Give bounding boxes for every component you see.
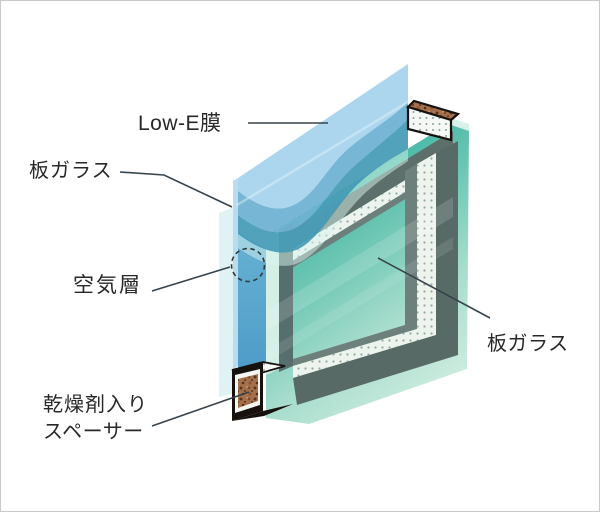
glass-sheen-band-2 (266, 237, 453, 363)
rear-pane-left-edge-face (266, 230, 279, 375)
label-front-glass: 板ガラス (29, 159, 113, 182)
label-low-e-film: Low-E膜 (138, 112, 222, 135)
film-air-gap-strip (238, 232, 266, 372)
label-air-layer: 空気層 (73, 274, 142, 297)
glass-sheen-band (266, 197, 453, 331)
label-spacer-line1: 乾燥剤入り (43, 393, 148, 416)
spacer-frame-through-glass (266, 131, 458, 405)
bottom-spacer-desiccant (238, 374, 258, 408)
film-zone-light (238, 64, 408, 209)
top-spacer-box (405, 99, 461, 142)
leader-lines (119, 122, 491, 427)
film-wave-highlight (238, 149, 408, 266)
frame-dotted-strip (293, 153, 436, 378)
label-spacer-line2: スペーサー (43, 421, 144, 443)
frame-outer-gray (293, 141, 458, 405)
film-wave-deep (238, 119, 408, 253)
bottom-spacer-shadow (232, 404, 293, 421)
leader-front-glass (119, 171, 233, 208)
film-left-edge-face (233, 178, 238, 369)
film-wave-medium (238, 102, 408, 233)
front-glass-edge-face (219, 206, 236, 397)
leader-rear-glass (377, 257, 491, 319)
labels: Low-E膜 板ガラス 空気層 乾燥剤入り スペーサー 板ガラス (29, 112, 569, 443)
label-rear-glass: 板ガラス (487, 332, 569, 355)
low-e-film-sheet (233, 64, 409, 372)
bottom-spacer-box (231, 361, 293, 421)
top-spacer-front-face (406, 105, 453, 142)
leader-spacer (151, 391, 250, 427)
front-pane-top-edge-ghost (236, 100, 409, 207)
air-layer-circle (230, 247, 266, 283)
rear-pane-top-edge-face (451, 118, 469, 131)
leader-air-layer (151, 266, 231, 292)
